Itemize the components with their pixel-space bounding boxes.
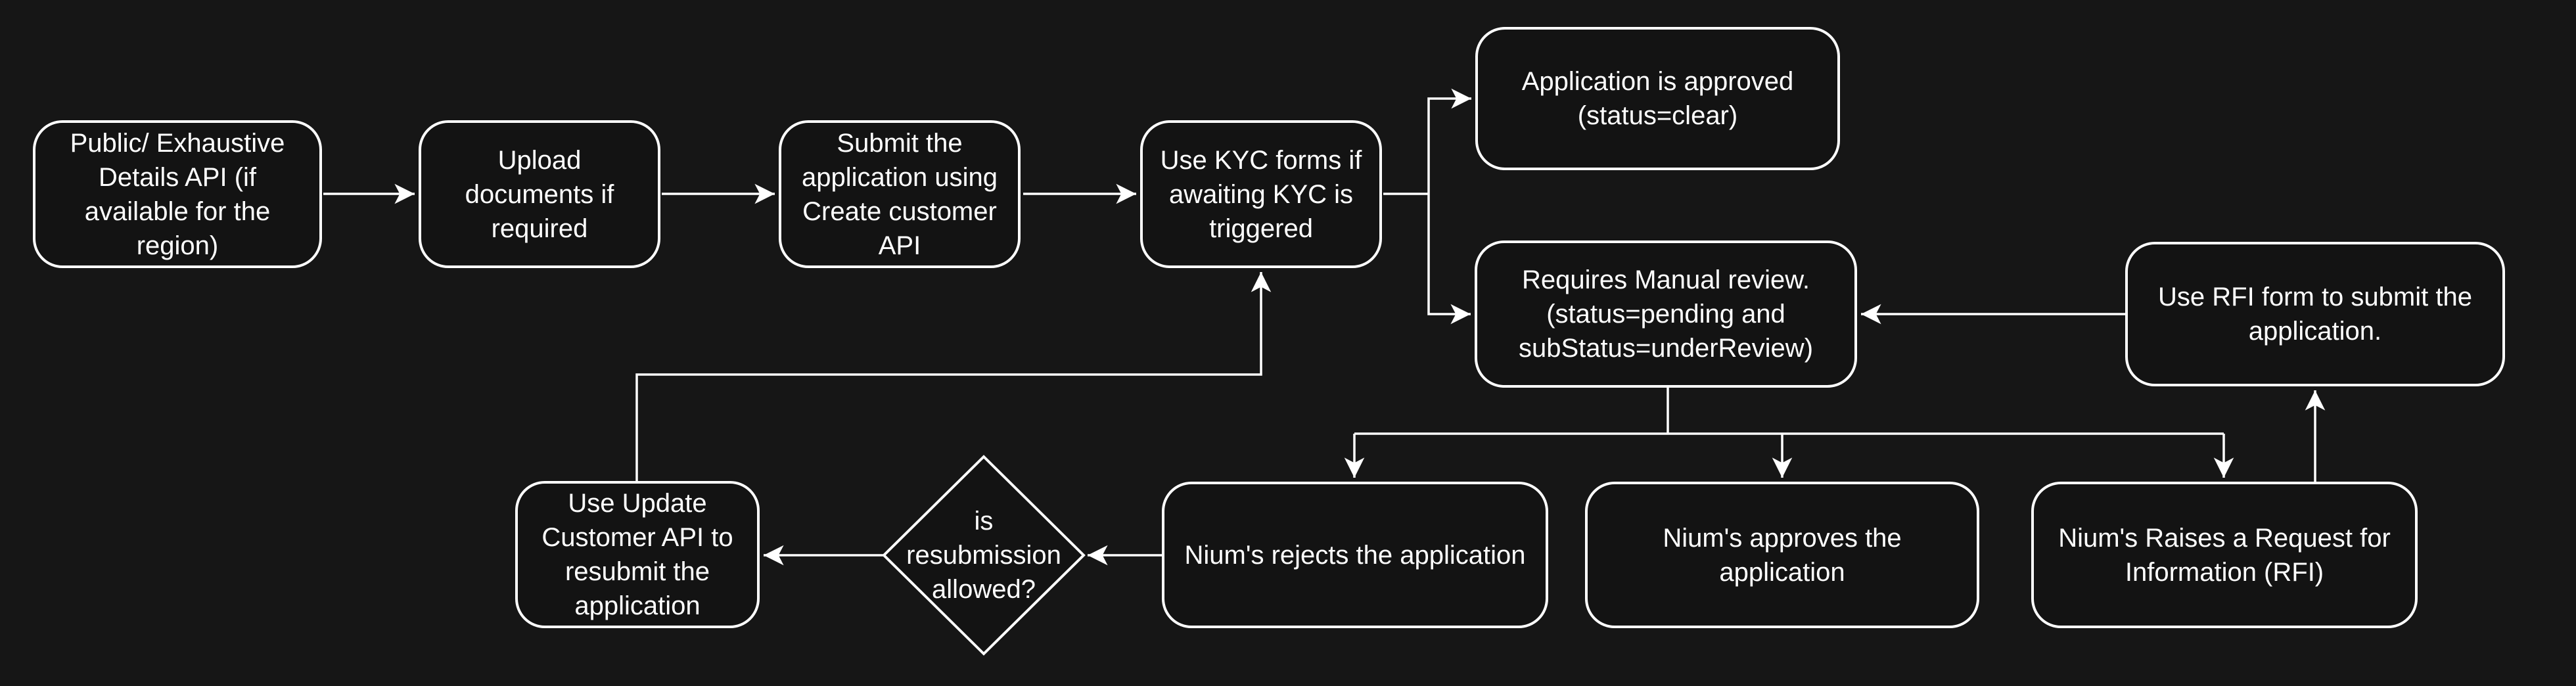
node-kyc-forms: Use KYC forms if awaiting KYC is trigger… <box>1140 120 1382 268</box>
node-label: Submit the application using Create cust… <box>802 128 998 260</box>
node-requires-manual-review: Requires Manual review. (status=pending … <box>1475 240 1857 388</box>
node-label: Nium's Raises a Request for Information … <box>2058 523 2391 587</box>
node-upload-documents: Upload documents if required <box>419 120 660 268</box>
node-label: Public/ Exhaustive Details API (if avail… <box>70 128 285 260</box>
node-resubmission-decision-label: is resubmission allowed? <box>892 503 1076 608</box>
node-label: Use Update Customer API to resubmit the … <box>541 489 733 620</box>
node-label: Nium's approves the application <box>1663 523 1902 587</box>
node-label: is resubmission allowed? <box>906 507 1061 604</box>
node-update-customer-api: Use Update Customer API to resubmit the … <box>515 481 760 628</box>
node-label: Application is approved (status=clear) <box>1521 67 1794 130</box>
node-nium-rejects-application: Nium's rejects the application <box>1162 482 1548 628</box>
edge-update-customer-to-kyc-forms <box>635 272 1272 481</box>
edge-kyc-forms-to-application-approved <box>1427 88 1471 194</box>
node-application-approved: Application is approved (status=clear) <box>1475 27 1840 170</box>
node-submit-application: Submit the application using Create cust… <box>779 120 1021 268</box>
node-use-rfi-form: Use RFI form to submit the application. <box>2125 242 2505 386</box>
node-nium-raises-rfi: Nium's Raises a Request for Information … <box>2031 482 2418 628</box>
edge-kyc-forms-to-manual-review <box>1427 194 1471 325</box>
node-public-exhaustive-details-api: Public/ Exhaustive Details API (if avail… <box>33 120 322 268</box>
node-label: Upload documents if required <box>465 145 614 243</box>
node-nium-approves-application: Nium's approves the application <box>1585 482 1979 628</box>
node-label: Use RFI form to submit the application. <box>2158 283 2472 346</box>
resubmission-decision-diamond <box>882 455 1086 656</box>
node-label: Requires Manual review. (status=pending … <box>1518 265 1814 363</box>
node-label: Nium's rejects the application <box>1184 540 1526 570</box>
node-label: Use KYC forms if awaiting KYC is trigger… <box>1160 145 1362 243</box>
